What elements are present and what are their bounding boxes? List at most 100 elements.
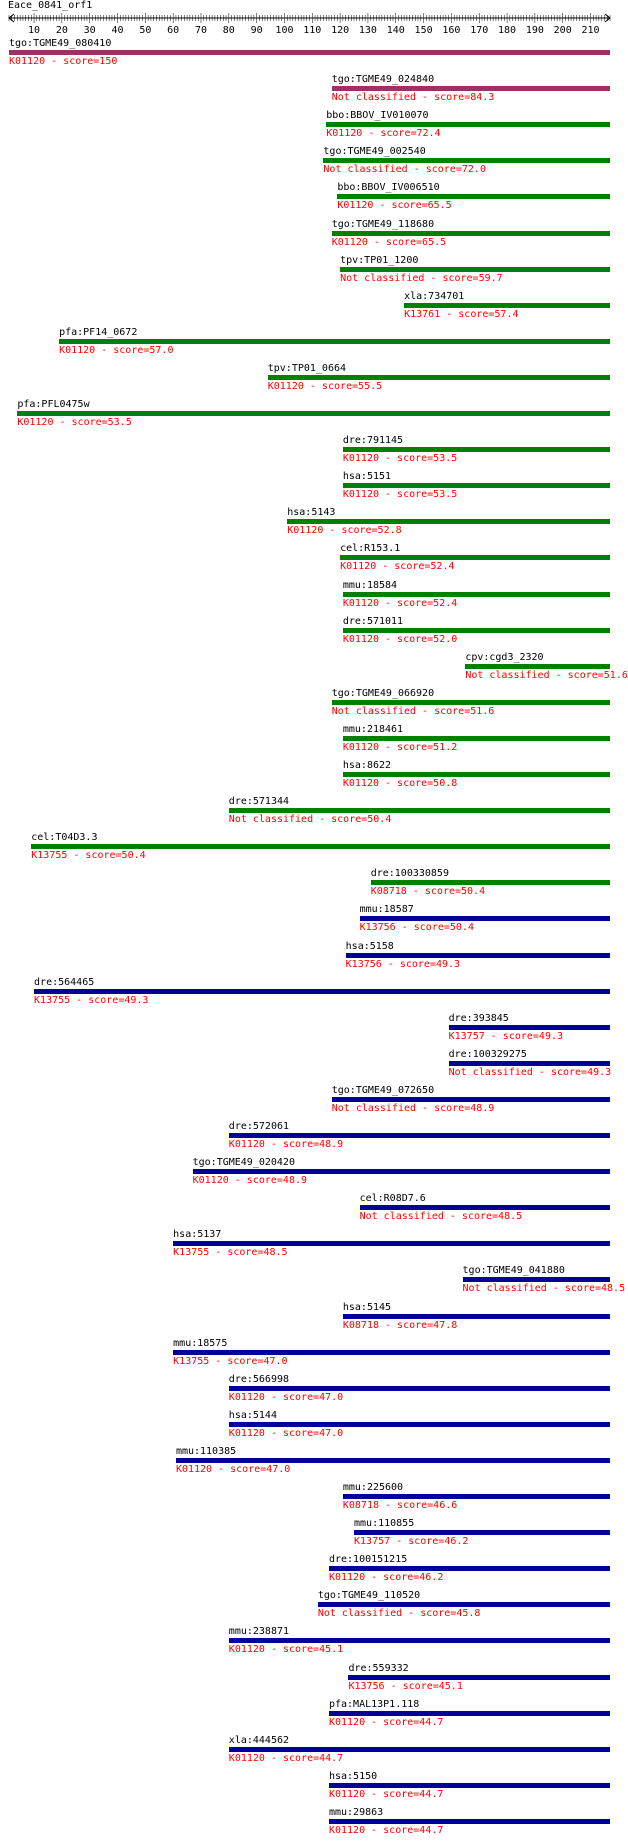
hit-alignment-bar[interactable] xyxy=(228,1746,610,1752)
hit-alignment-bar[interactable] xyxy=(328,1710,610,1716)
hit-alignment-bar[interactable] xyxy=(228,1133,610,1138)
hit-alignment-bar[interactable] xyxy=(326,122,610,128)
hit-alignment-bar[interactable] xyxy=(359,1205,610,1211)
hit-name-link[interactable]: hsa:5151 xyxy=(342,471,392,483)
hit-name-link[interactable]: dre:100329275 xyxy=(448,1048,527,1060)
hit-score-label[interactable]: K01120 - score=51.2 xyxy=(342,741,458,753)
hit-score-label[interactable]: K01120 - score=44.7 xyxy=(328,1824,444,1836)
hit-alignment-bar[interactable] xyxy=(228,1421,610,1427)
hit-alignment-bar[interactable] xyxy=(31,844,610,850)
hit-name-link[interactable]: pfa:MAL13P1.118 xyxy=(328,1698,420,1710)
hit-name-link[interactable]: bbo:BBOV_IV006510 xyxy=(337,182,440,194)
hit-score-label[interactable]: Not classified - score=72.0 xyxy=(323,164,486,176)
hit-alignment-bar[interactable] xyxy=(359,916,610,922)
hit-name-link[interactable]: dre:100151215 xyxy=(328,1554,408,1566)
hit-name-link[interactable]: dre:571344 xyxy=(228,796,290,808)
hit-name-link[interactable]: mmu:110855 xyxy=(354,1518,415,1530)
hit-alignment-bar[interactable] xyxy=(328,1818,610,1824)
hit-alignment-bar[interactable] xyxy=(337,194,610,200)
hit-alignment-bar[interactable] xyxy=(354,1530,610,1536)
hit-name-link[interactable]: hsa:5137 xyxy=(173,1229,222,1241)
hit-score-label[interactable]: K13755 - score=50.4 xyxy=(31,850,146,862)
hit-name-link[interactable]: hsa:5150 xyxy=(328,1770,378,1782)
hit-score-label[interactable]: K01120 - score=47.0 xyxy=(228,1427,344,1439)
hit-name-link[interactable]: mmu:18587 xyxy=(359,904,414,916)
hit-alignment-bar[interactable] xyxy=(370,880,610,886)
hit-score-label[interactable]: K08718 - score=47.8 xyxy=(342,1319,458,1331)
hit-score-label[interactable]: K01120 - score=44.7 xyxy=(228,1752,344,1764)
hit-score-label[interactable]: K01120 - score=53.5 xyxy=(342,453,458,465)
hit-name-link[interactable]: cel:R153.1 xyxy=(340,543,401,555)
hit-score-label[interactable]: K01120 - score=72.4 xyxy=(326,128,441,140)
hit-score-label[interactable]: Not classified - score=84.3 xyxy=(331,92,495,104)
hit-name-link[interactable]: tgo:TGME49_066920 xyxy=(331,687,435,699)
hit-name-link[interactable]: cel:T04D3.3 xyxy=(31,832,98,844)
hit-alignment-bar[interactable] xyxy=(404,302,610,308)
hit-alignment-bar[interactable] xyxy=(328,1566,610,1572)
hit-alignment-bar[interactable] xyxy=(448,1060,610,1066)
hit-name-link[interactable]: dre:564465 xyxy=(34,976,95,988)
hit-score-label[interactable]: K13755 - score=49.3 xyxy=(34,994,149,1006)
hit-name-link[interactable]: dre:571011 xyxy=(342,615,404,627)
hit-score-label[interactable]: Not classified - score=45.8 xyxy=(317,1608,481,1620)
hit-score-label[interactable]: K01120 - score=50.8 xyxy=(342,778,458,789)
hit-score-label[interactable]: K01120 - score=65.5 xyxy=(331,236,447,248)
hit-alignment-bar[interactable] xyxy=(340,266,610,272)
hit-score-label[interactable]: Not classified - score=49.3 xyxy=(448,1066,612,1078)
hit-score-label[interactable]: K01120 - score=52.4 xyxy=(342,597,458,609)
hit-score-label[interactable]: K01120 - score=150 xyxy=(9,56,118,67)
hit-name-link[interactable]: cpv:cgd3_2320 xyxy=(465,651,544,663)
hit-score-label[interactable]: Not classified - score=48.9 xyxy=(331,1102,495,1114)
hit-alignment-bar[interactable] xyxy=(342,772,610,777)
hit-name-link[interactable]: tgo:TGME49_024840 xyxy=(331,74,435,86)
hit-name-link[interactable]: dre:100330859 xyxy=(370,868,449,880)
hit-alignment-bar[interactable] xyxy=(342,627,610,633)
hit-name-link[interactable]: hsa:5143 xyxy=(287,507,336,519)
hit-score-label[interactable]: K13757 - score=49.3 xyxy=(448,1030,563,1042)
hit-name-link[interactable]: xla:734701 xyxy=(404,290,465,302)
hit-alignment-bar[interactable] xyxy=(323,158,610,164)
hit-score-label[interactable]: K13756 - score=50.4 xyxy=(359,922,474,934)
hit-alignment-bar[interactable] xyxy=(328,1782,610,1788)
hit-name-link[interactable]: cel:R08D7.6 xyxy=(359,1193,426,1205)
hit-score-label[interactable]: K13761 - score=57.4 xyxy=(404,308,519,320)
hit-name-link[interactable]: mmu:218461 xyxy=(342,723,404,735)
hit-name-link[interactable]: dre:791145 xyxy=(342,435,404,447)
hit-name-link[interactable]: dre:572061 xyxy=(228,1121,290,1132)
hit-alignment-bar[interactable] xyxy=(228,1638,610,1644)
hit-alignment-bar[interactable] xyxy=(228,808,610,814)
hit-alignment-bar[interactable] xyxy=(465,663,610,669)
hit-alignment-bar[interactable] xyxy=(340,555,610,561)
hit-name-link[interactable]: tgo:TGME49_072650 xyxy=(331,1084,435,1096)
